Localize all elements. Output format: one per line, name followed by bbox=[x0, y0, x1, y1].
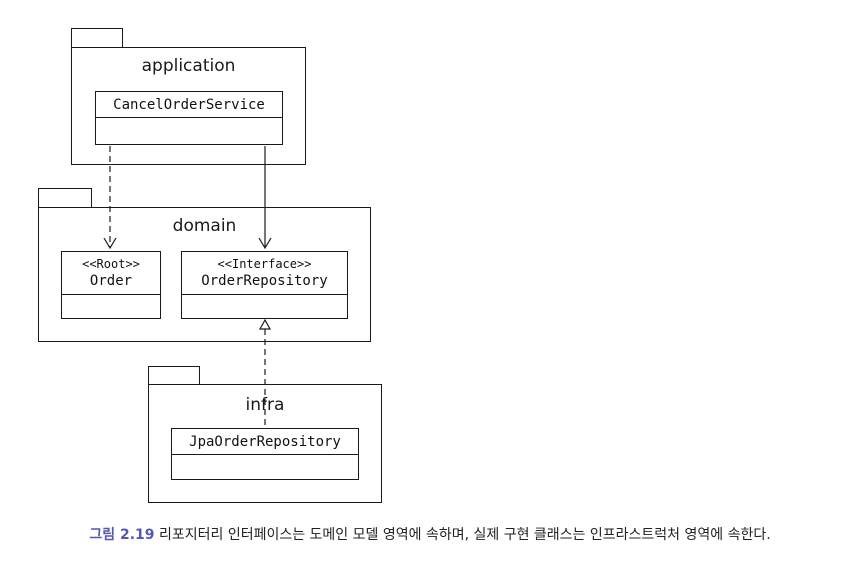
domain-package-name: domain bbox=[172, 216, 237, 236]
application-package-name: application bbox=[141, 56, 236, 76]
cancel-order-service-name: CancelOrderService bbox=[113, 96, 265, 113]
association-to-repository-arrowhead bbox=[258, 237, 272, 250]
cancel-order-service-class[interactable]: CancelOrderService bbox=[95, 91, 283, 145]
order-repository-stereotype: <<Interface>> bbox=[217, 256, 312, 271]
figure-caption-text: 리포지터리 인터페이스는 도메인 모델 영역에 속하며, 실제 구현 클래스는 … bbox=[158, 527, 771, 543]
domain-package-tab bbox=[38, 188, 92, 208]
figure-caption: 그림 2.19 리포지터리 인터페이스는 도메인 모델 영역에 속하며, 실제 … bbox=[0, 524, 860, 544]
application-package-tab bbox=[71, 28, 123, 48]
order-repository-name: OrderRepository bbox=[201, 272, 328, 289]
figure-caption-label: 그림 2.19 bbox=[89, 527, 155, 543]
order-stereotype: <<Root>> bbox=[82, 256, 140, 271]
order-class[interactable]: <<Root>> Order bbox=[61, 251, 161, 319]
dependency-to-order-arrowhead bbox=[103, 237, 117, 250]
jpa-order-repository-name: JpaOrderRepository bbox=[189, 433, 341, 450]
jpa-order-repository-class[interactable]: JpaOrderRepository bbox=[171, 428, 359, 480]
realization-triangle bbox=[258, 318, 272, 330]
infra-package-tab bbox=[148, 366, 200, 386]
order-repository-class[interactable]: <<Interface>> OrderRepository bbox=[181, 251, 348, 319]
order-name: Order bbox=[89, 272, 133, 289]
